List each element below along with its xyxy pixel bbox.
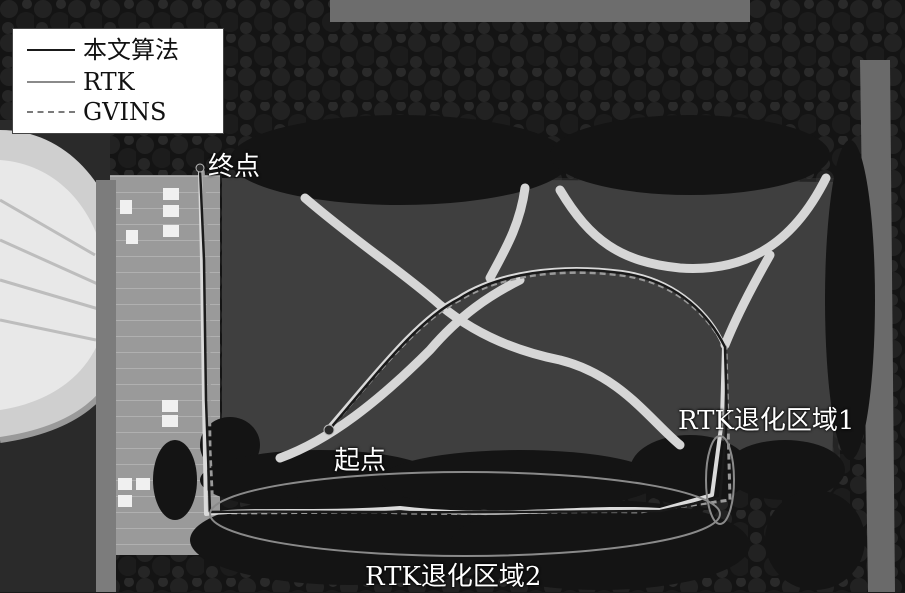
right-road [860,60,895,592]
start-point-label: 起点 [334,446,387,476]
legend-item-gvins: GVINS [13,97,223,127]
top-road [330,0,750,22]
legend-swatch-dashed-gray [27,111,75,113]
parked-cars [118,188,179,507]
trajectories [198,167,732,516]
legend-item-proposed: 本文算法 [13,35,223,65]
field-paths [275,173,831,463]
legend-swatch-solid-gray [27,81,75,83]
legend: 本文算法 RTK GVINS [12,28,224,134]
rtk-region-2-label: RTK退化区域2 [365,562,542,592]
rtk-region-1-ellipse [705,435,735,525]
rtk-region-2-ellipse [209,471,721,557]
end-marker [195,163,205,173]
end-point-label: 终点 [208,152,261,182]
proposed-trajectory [198,167,729,514]
legend-label: 本文算法 [83,36,179,64]
legend-swatch-solid-black [27,49,75,51]
rtk-region-1-label: RTK退化区域1 [678,406,855,436]
legend-item-rtk: RTK [13,67,223,97]
legend-label: RTK [83,68,135,96]
legend-label: GVINS [83,98,167,126]
gvins-trajectory [201,167,732,515]
start-marker [323,424,335,436]
tree-clusters [153,115,875,590]
parking-road [96,180,116,592]
